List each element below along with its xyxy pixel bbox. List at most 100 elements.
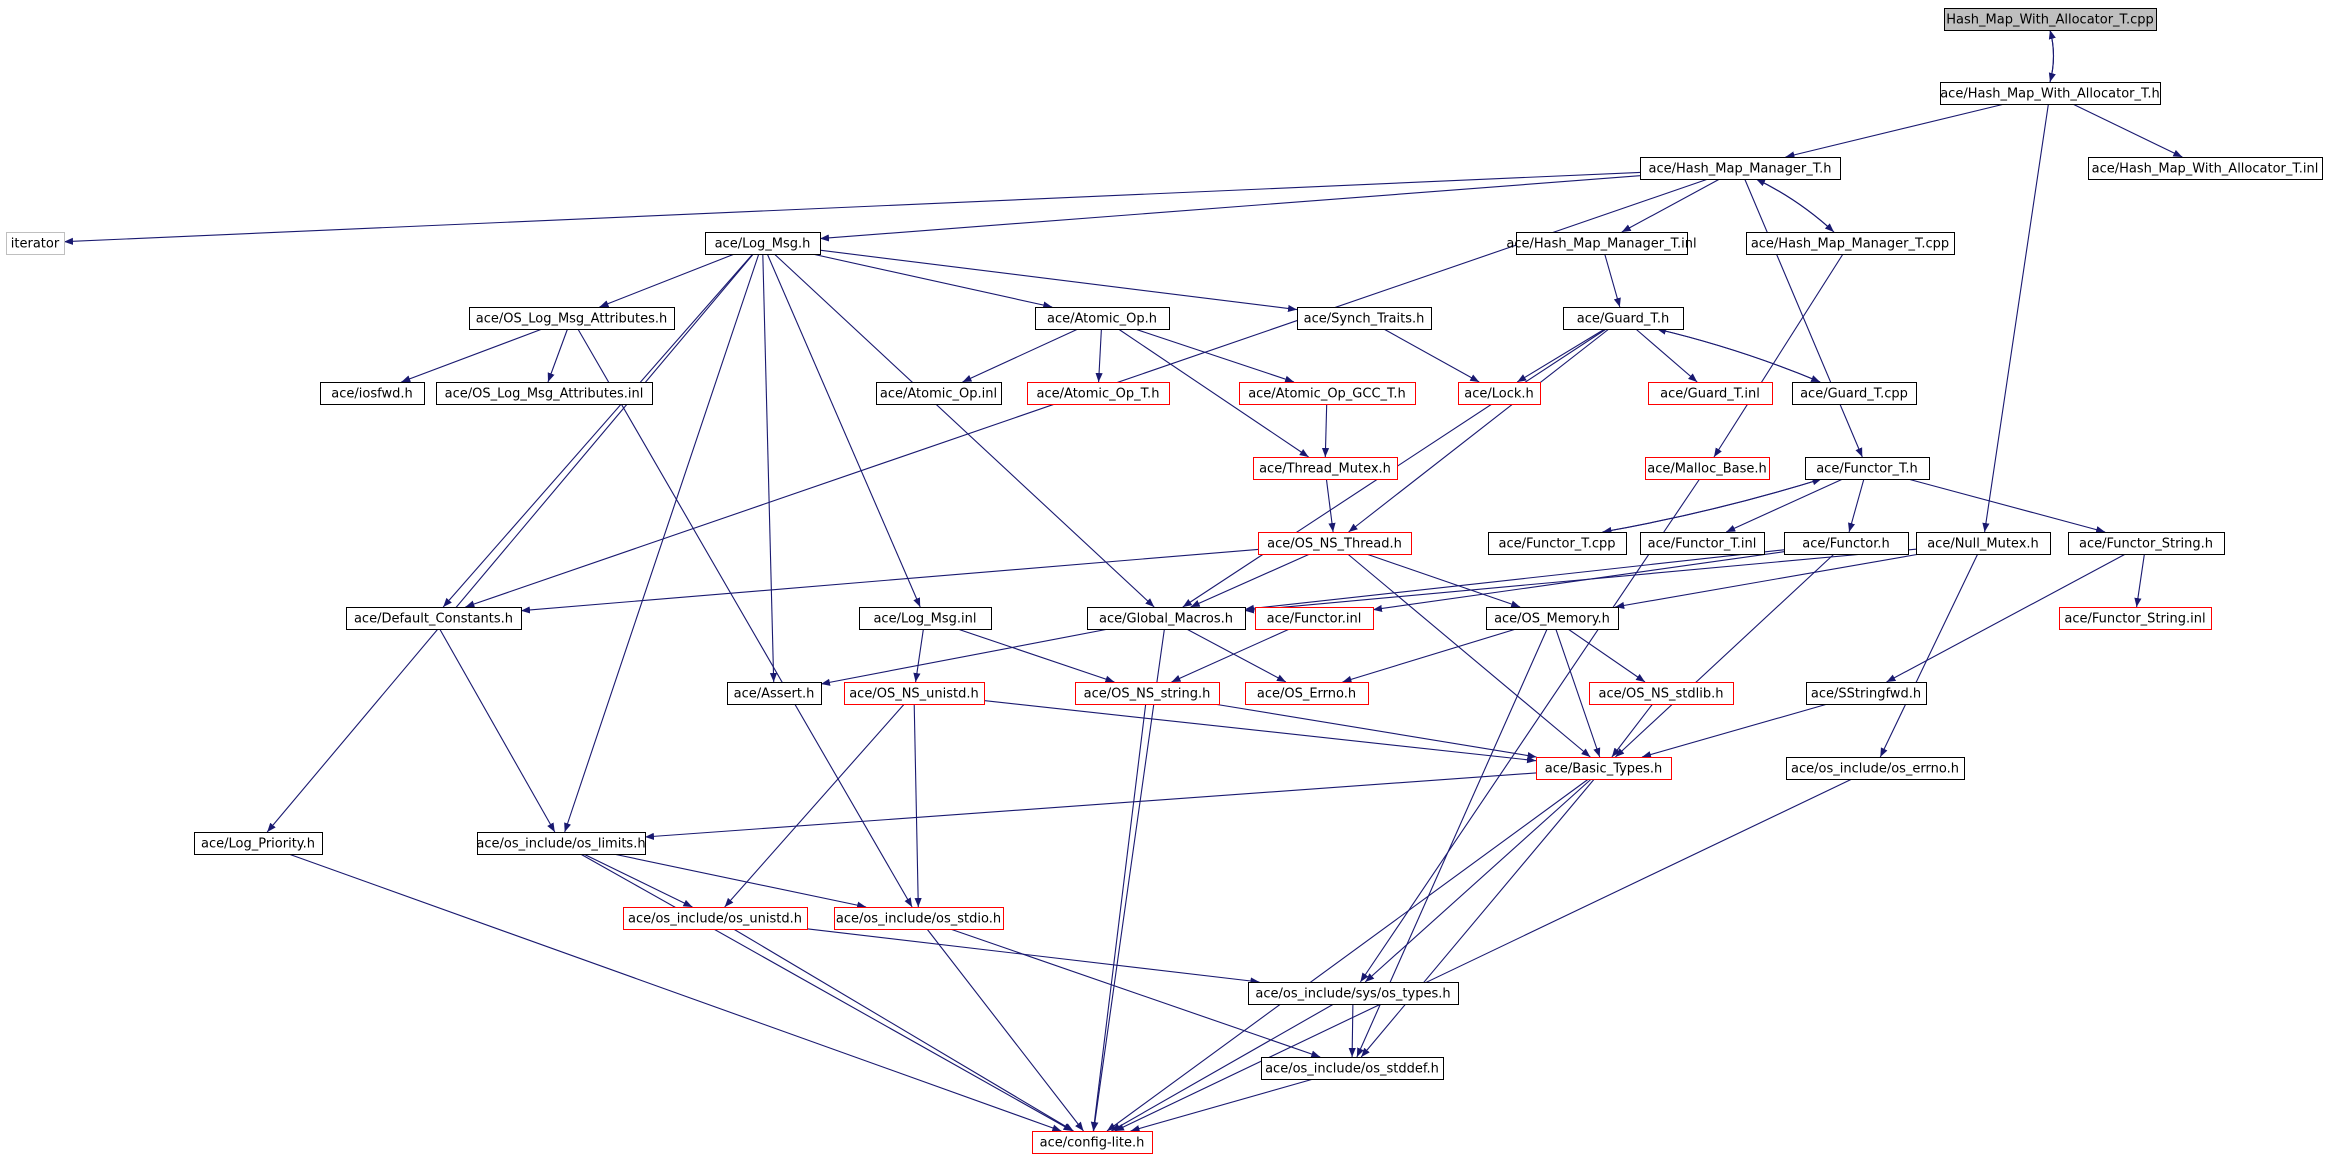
node-ace-global-macros-h[interactable]: ace/Global_Macros.h [1087,607,1246,630]
node-label: ace/Hash_Map_Manager_T.inl [1506,237,1696,252]
node-box [194,832,323,855]
node-ace-os-ns-stdlib-h[interactable]: ace/OS_NS_stdlib.h [1589,682,1734,705]
node-ace-os-log-msg-attributes-h[interactable]: ace/OS_Log_Msg_Attributes.h [469,307,675,330]
node-label: ace/Lock.h [1464,387,1534,402]
node-label: ace/os_include/os_stdio.h [836,912,1001,927]
node-ace-os-include-sys-os-types-h[interactable]: ace/os_include/sys/os_types.h [1248,982,1459,1005]
node-hash-map-with-allocator-t-cpp[interactable]: Hash_Map_With_Allocator_T.cpp [1944,8,2157,31]
node-ace-hash-map-manager-t-inl[interactable]: ace/Hash_Map_Manager_T.inl [1506,232,1697,255]
node-ace-log-msg-inl[interactable]: ace/Log_Msg.inl [859,607,992,630]
node-label: ace/Guard_T.h [1577,312,1669,327]
node-ace-os-ns-unistd-h[interactable]: ace/OS_NS_unistd.h [844,682,985,705]
node-ace-functor-t-inl[interactable]: ace/Functor_T.inl [1640,532,1765,555]
edge-ace-os-memory-h-to-ace-os-errno-h [1342,628,1517,683]
node-ace-hash-map-manager-t-cpp[interactable]: ace/Hash_Map_Manager_T.cpp [1746,232,1955,255]
node-ace-os-include-os-stddef-h[interactable]: ace/os_include/os_stddef.h [1261,1057,1444,1080]
edge-ace-os-log-msg-attributes-h-to-ace-os-log-msg-attributes-inl [547,328,569,383]
node-box [1645,457,1770,480]
node-ace-guard-t-cpp[interactable]: ace/Guard_T.cpp [1792,382,1917,405]
node-ace-hash-map-with-allocator-t-inl[interactable]: ace/Hash_Map_With_Allocator_T.inl [2088,157,2323,180]
node-ace-guard-t-inl[interactable]: ace/Guard_T.inl [1648,382,1773,405]
edge-ace-atomic-op-h-to-ace-thread-mutex-h [1118,328,1309,458]
node-label: ace/OS_NS_string.h [1084,687,1211,702]
node-ace-assert-h[interactable]: ace/Assert.h [727,682,822,705]
node-ace-malloc-base-h[interactable]: ace/Malloc_Base.h [1645,457,1770,480]
node-ace-os-ns-thread-h[interactable]: ace/OS_NS_Thread.h [1258,532,1412,555]
node-ace-functor-string-inl[interactable]: ace/Functor_String.inl [2059,607,2212,630]
node-box [1640,532,1765,555]
node-ace-functor-h[interactable]: ace/Functor.h [1784,532,1909,555]
node-box [6,232,65,255]
node-ace-default-constants-h[interactable]: ace/Default_Constants.h [346,607,522,630]
node-ace-os-memory-h[interactable]: ace/OS_Memory.h [1486,607,1619,630]
edge-ace-log-priority-h-to-ace-config-lite-h [288,853,1062,1132]
node-ace-functor-inl[interactable]: ace/Functor.inl [1255,607,1374,630]
edge-ace-log-msg-h-to-ace-log-priority-h [266,253,754,833]
edge-ace-guard-t-h-to-ace-guard-t-cpp [1656,328,1821,383]
node-ace-iosfwd-h[interactable]: ace/iosfwd.h [320,382,425,405]
node-label: ace/Functor_T.inl [1648,537,1757,552]
node-ace-os-include-os-limits-h[interactable]: ace/os_include/os_limits.h [476,832,646,855]
edge-ace-global-macros-h-to-ace-os-errno-h [1186,628,1287,683]
node-ace-guard-t-h[interactable]: ace/Guard_T.h [1563,307,1684,330]
edge-ace-os-include-os-stddef-h-to-ace-config-lite-h [1130,1078,1314,1133]
node-ace-basic-types-h[interactable]: ace/Basic_Types.h [1536,757,1672,780]
node-ace-os-include-os-errno-h[interactable]: ace/os_include/os_errno.h [1786,757,1965,780]
node-ace-config-lite-h[interactable]: ace/config-lite.h [1032,1131,1153,1154]
node-ace-thread-mutex-h[interactable]: ace/Thread_Mutex.h [1253,457,1398,480]
node-box [436,382,653,405]
node-box [477,832,646,855]
edge-ace-log-msg-h-to-ace-log-msg-inl [766,253,921,608]
node-ace-atomic-op-gcc-t-h[interactable]: ace/Atomic_Op_GCC_T.h [1239,382,1416,405]
node-ace-hash-map-with-allocator-t-h[interactable]: ace/Hash_Map_With_Allocator_T.h [1940,82,2161,105]
node-ace-functor-string-h[interactable]: ace/Functor_String.h [2068,532,2225,555]
node-iterator[interactable]: iterator [6,232,65,255]
edge-ace-os-ns-unistd-h-to-ace-os-include-os-stdio-h [913,703,922,908]
node-ace-os-errno-h[interactable]: ace/OS_Errno.h [1245,682,1369,705]
node-label: ace/Log_Priority.h [201,837,315,852]
edge-ace-guard-t-h-to-ace-guard-t-inl [1635,328,1698,383]
node-label: ace/OS_Memory.h [1494,612,1610,627]
node-label: ace/Functor.h [1802,537,1889,552]
node-ace-atomic-op-t-h[interactable]: ace/Atomic_Op_T.h [1027,382,1170,405]
edge-ace-hash-map-manager-t-h-to-ace-functor-t-h [1744,178,1863,458]
edge-ace-os-memory-h-to-ace-os-ns-stdlib-h [1567,628,1646,683]
edge-ace-hash-map-manager-t-h-to-iterator [63,171,1641,245]
node-ace-atomic-op-h[interactable]: ace/Atomic_Op.h [1035,307,1170,330]
edge-ace-global-macros-h-to-ace-assert-h [820,628,1109,686]
node-label: ace/Default_Constants.h [354,612,513,627]
node-label: ace/Hash_Map_With_Allocator_T.inl [2092,162,2319,177]
edge-ace-hash-map-with-allocator-t-h-to-ace-null-mutex-h [1982,103,2049,533]
node-ace-log-msg-h[interactable]: ace/Log_Msg.h [705,232,821,255]
node-label: ace/os_include/os_errno.h [1791,762,1959,777]
node-ace-lock-h[interactable]: ace/Lock.h [1458,382,1541,405]
edge-ace-hash-map-manager-t-inl-to-ace-guard-t-h [1604,253,1621,308]
node-box [859,607,992,630]
node-label: ace/Guard_T.inl [1660,387,1760,402]
node-label: ace/Hash_Map_Manager_T.h [1649,162,1832,177]
node-ace-os-ns-string-h[interactable]: ace/OS_NS_string.h [1075,682,1220,705]
node-ace-functor-t-cpp[interactable]: ace/Functor_T.cpp [1488,532,1627,555]
node-ace-os-log-msg-attributes-inl[interactable]: ace/OS_Log_Msg_Attributes.inl [436,382,653,405]
node-ace-null-mutex-h[interactable]: ace/Null_Mutex.h [1916,532,2051,555]
node-label: iterator [11,237,60,252]
edge-ace-basic-types-h-to-ace-os-include-sys-os-types-h [1364,778,1592,983]
edge-ace-functor-h-to-ace-functor-inl [1372,551,1785,613]
node-ace-synch-traits-h[interactable]: ace/Synch_Traits.h [1297,307,1432,330]
node-label: ace/OS_NS_unistd.h [849,687,979,702]
node-label: ace/Null_Mutex.h [1927,537,2039,552]
edge-ace-hash-map-with-allocator-t-h-to-hash-map-with-allocator-t-cpp [2048,29,2056,83]
node-ace-os-include-os-unistd-h[interactable]: ace/os_include/os_unistd.h [623,907,808,930]
node-ace-atomic-op-inl[interactable]: ace/Atomic_Op.inl [876,382,1002,405]
node-label: ace/os_include/sys/os_types.h [1255,987,1450,1002]
node-box [844,682,985,705]
node-ace-hash-map-manager-t-h[interactable]: ace/Hash_Map_Manager_T.h [1640,157,1841,180]
node-label: ace/os_include/os_stddef.h [1265,1062,1439,1077]
node-ace-os-include-os-stdio-h[interactable]: ace/os_include/os_stdio.h [834,907,1004,930]
node-ace-sstringfwd-h[interactable]: ace/SStringfwd.h [1806,682,1927,705]
node-ace-functor-t-h[interactable]: ace/Functor_T.h [1805,457,1930,480]
edge-ace-hash-map-manager-t-h-to-ace-hash-map-manager-t-cpp [1755,178,1835,233]
node-label: ace/Atomic_Op_T.h [1037,387,1160,402]
node-ace-log-priority-h[interactable]: ace/Log_Priority.h [194,832,323,855]
